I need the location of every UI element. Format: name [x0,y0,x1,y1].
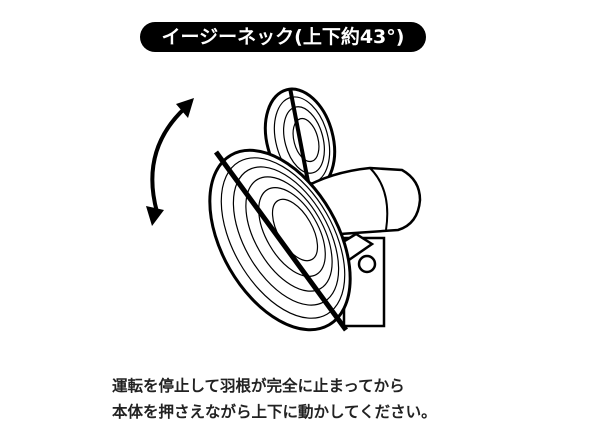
feature-title-badge: イージーネック(上下約43°) [140,22,426,52]
instruction-line-1: 運転を停止して羽根が完全に止まってから [112,377,405,395]
fan-front-position [208,148,352,332]
double-curved-arrow-icon [146,98,194,226]
instruction-line-2: 本体を押さえながら上下に動かしてください。 [112,403,437,421]
